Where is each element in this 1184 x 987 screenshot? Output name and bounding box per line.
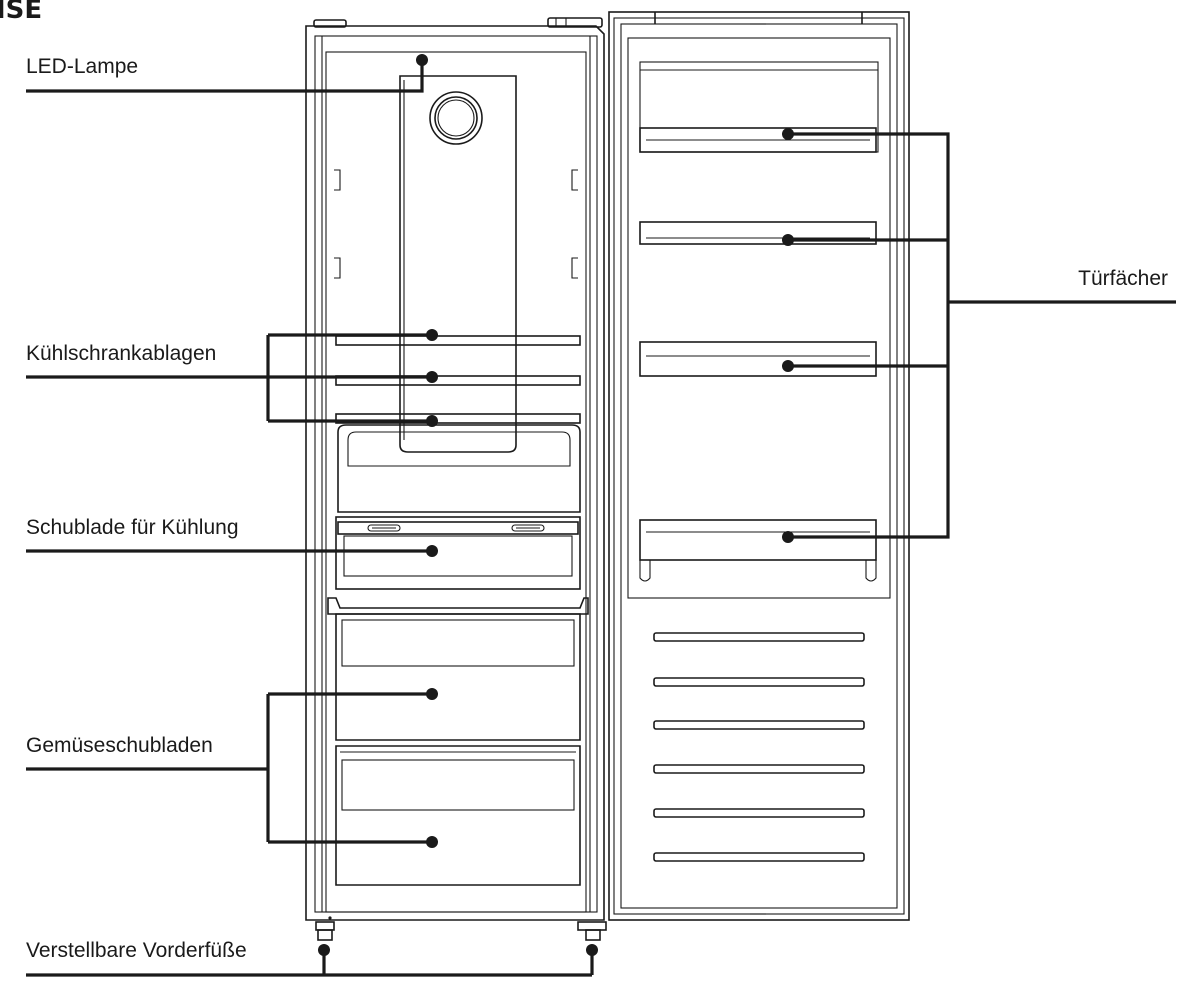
label-fridge-shelves: Kühlschrankablagen [26, 342, 216, 365]
label-front-feet: Verstellbare Vorderfüße [26, 939, 247, 962]
label-crisper-drawers: Gemüseschubladen [26, 734, 213, 757]
leader-fridge-shelves [26, 329, 438, 427]
label-chiller-drawer: Schublade für Kühlung [26, 516, 239, 539]
air-duct-panel [399, 75, 517, 453]
open-door [608, 11, 910, 921]
adjustable-feet [315, 916, 607, 941]
header-fragment: ISE [0, 0, 42, 25]
upper-bin [337, 424, 581, 513]
leader-led-lamp [26, 54, 428, 93]
door-racks [639, 127, 877, 582]
fridge-shelves [335, 335, 581, 424]
leader-crisper-drawers [26, 688, 438, 848]
leader-door-racks [782, 128, 1176, 543]
fan-icon [429, 91, 483, 145]
label-door-racks: Türfächer [1078, 267, 1168, 290]
leader-front-feet [26, 944, 598, 977]
chiller-drawer [335, 516, 581, 590]
leader-chiller-drawer [26, 545, 438, 557]
crisper-drawers [327, 597, 589, 886]
door-ribs [653, 632, 865, 862]
label-led-lamp: LED-Lampe [26, 55, 138, 78]
fridge-cabinet [305, 17, 605, 921]
